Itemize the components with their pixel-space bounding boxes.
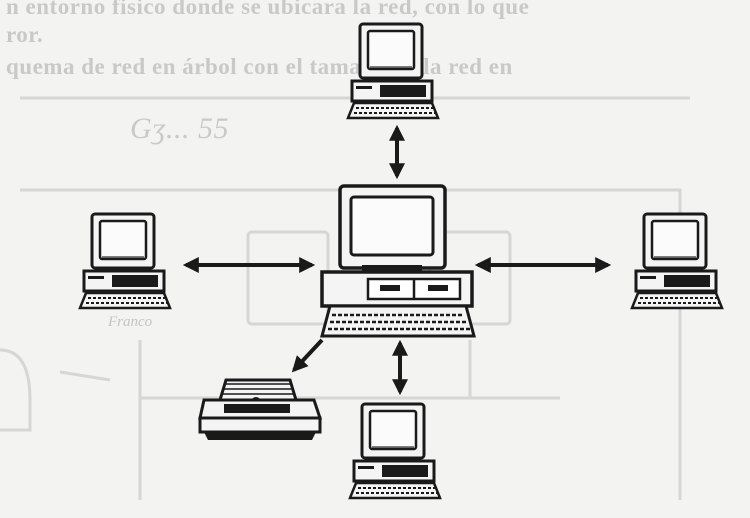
printer (198, 378, 323, 440)
link-server-printer (291, 338, 324, 373)
workstation-top (346, 22, 440, 120)
bleed-through-text-line2: ror. (6, 22, 44, 47)
server-computer (320, 184, 476, 338)
workstation-bottom (348, 402, 442, 500)
workstation-left (78, 212, 172, 310)
workstation-right (630, 212, 724, 310)
bleed-through-text-line1: n entorno fisico donde se ubicara la red… (6, 0, 530, 19)
connection-links (182, 124, 612, 396)
bleed-through-text-line3: quema de red en árbol con el tamaño de l… (6, 54, 513, 79)
ghost-label: Franco (108, 314, 153, 330)
bleed-through-handwriting: Gʒ... 55 (130, 112, 229, 145)
